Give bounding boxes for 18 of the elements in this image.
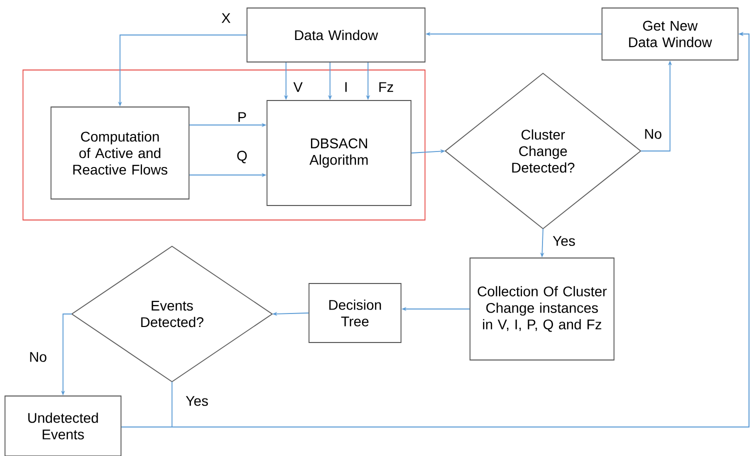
process-box: Collection Of Cluster Change instances in V, I, P, Q and Fz xyxy=(470,258,614,360)
edge-label: P xyxy=(238,112,246,122)
process-box: Computation of Active and Reactive Flows xyxy=(50,106,190,200)
edge-label: No xyxy=(645,129,662,139)
edge-label: V xyxy=(293,82,303,92)
process-box: Get New Data Window xyxy=(602,8,738,60)
process-box: Decision Tree xyxy=(308,283,402,343)
process-box: Undetected Events xyxy=(4,396,122,456)
group-frame xyxy=(22,70,426,220)
edge-label: Yes xyxy=(186,396,208,406)
edge-label: I xyxy=(345,82,347,92)
edge-label: Yes xyxy=(552,236,575,246)
edge-label: X xyxy=(222,13,230,23)
edge-label: Fz xyxy=(379,82,394,92)
process-box: DBSACN Algorithm xyxy=(266,100,412,206)
edge-label: No xyxy=(30,352,46,362)
process-box: Data Window xyxy=(246,8,426,62)
edge-label: Q xyxy=(237,150,247,164)
